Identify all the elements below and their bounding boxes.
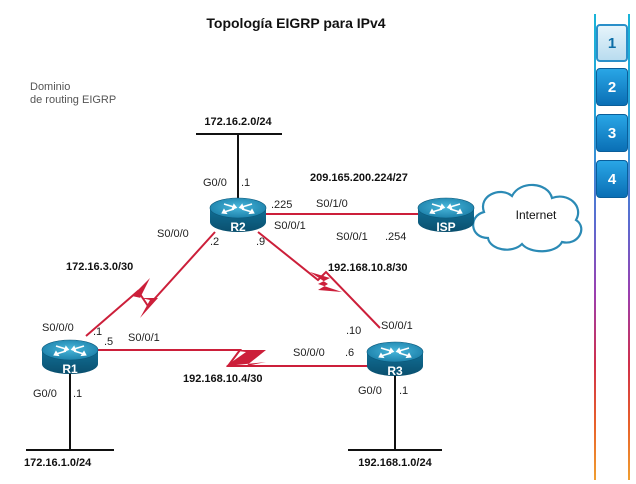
router-r2-label: R2 bbox=[230, 220, 246, 234]
r2-s000-ip: .2 bbox=[210, 236, 219, 248]
router-isp[interactable]: ISP bbox=[417, 197, 475, 234]
router-r1[interactable]: R1 bbox=[41, 339, 99, 376]
r1-s000-label: S0/0/0 bbox=[42, 322, 74, 334]
r3-s000-ip: .6 bbox=[345, 347, 354, 359]
eigrp-topology-diagram: Topología EIGRP para IPv4 Dominio de rou… bbox=[24, 15, 583, 469]
router-isp-label: ISP bbox=[436, 220, 455, 234]
r1-g00-ip: .1 bbox=[73, 388, 82, 400]
r2-s010-label: S0/1/0 bbox=[316, 198, 348, 210]
r3-s001-label: S0/0/1 bbox=[381, 320, 413, 332]
r1-s001-ip: .5 bbox=[104, 336, 113, 348]
internet-cloud: Internet bbox=[472, 183, 583, 253]
r2-g00-ip: .1 bbox=[241, 177, 250, 189]
domain-label-line2: de routing EIGRP bbox=[30, 94, 116, 106]
router-r3[interactable]: R3 bbox=[366, 341, 424, 378]
nav-step-2-button[interactable]: 2 bbox=[596, 68, 628, 106]
r2-g00-label: G0/0 bbox=[203, 177, 227, 189]
r2-s000-label: S0/0/0 bbox=[157, 228, 189, 240]
network-lan-r3: 192.168.1.0/24 bbox=[358, 457, 432, 469]
r3-s000-label: S0/0/0 bbox=[293, 347, 325, 359]
r3-g00-label: G0/0 bbox=[358, 385, 382, 397]
router-r3-label: R3 bbox=[387, 364, 403, 378]
r1-s000-ip: .1 bbox=[93, 326, 102, 338]
nav-step-3-button[interactable]: 3 bbox=[596, 114, 628, 152]
r2-s010-ip: .225 bbox=[271, 199, 292, 211]
serial-link-r1-r2 bbox=[85, 231, 216, 337]
network-isp-link: 209.165.200.224/27 bbox=[310, 172, 408, 184]
step-navigation: 1 2 3 4 bbox=[592, 14, 632, 480]
router-r1-label: R1 bbox=[62, 362, 78, 376]
network-r2-r3: 192.168.10.8/30 bbox=[328, 262, 408, 274]
r2-s001-label: S0/0/1 bbox=[274, 220, 306, 232]
network-r1-r2: 172.16.3.0/30 bbox=[66, 261, 133, 273]
r3-g00-ip: .1 bbox=[399, 385, 408, 397]
r3-s001-ip: .10 bbox=[346, 325, 361, 337]
page-title: Topología EIGRP para IPv4 bbox=[206, 15, 385, 31]
nav-step-1-button[interactable]: 1 bbox=[596, 24, 628, 62]
isp-s001-label: S0/0/1 bbox=[336, 231, 368, 243]
domain-label-line1: Dominio bbox=[30, 81, 70, 93]
r1-g00-label: G0/0 bbox=[33, 388, 57, 400]
internet-label: Internet bbox=[516, 208, 557, 222]
bolt-r2-r3 bbox=[310, 272, 342, 292]
network-lan-r1: 172.16.1.0/24 bbox=[24, 457, 92, 469]
serial-link-r2-r3 bbox=[257, 231, 381, 329]
bolt-r1-r2 bbox=[132, 278, 158, 318]
r2-s001-ip: .9 bbox=[256, 236, 265, 248]
r1-s001-label: S0/0/1 bbox=[128, 332, 160, 344]
bolt-r1-r3 bbox=[226, 350, 266, 366]
isp-s001-ip: .254 bbox=[385, 231, 406, 243]
nav-step-4-button[interactable]: 4 bbox=[596, 160, 628, 198]
serial-link-r1-r3 bbox=[98, 349, 368, 367]
network-lan-r2: 172.16.2.0/24 bbox=[204, 116, 272, 128]
router-r2[interactable]: R2 bbox=[209, 197, 267, 234]
network-r1-r3: 192.168.10.4/30 bbox=[183, 373, 263, 385]
